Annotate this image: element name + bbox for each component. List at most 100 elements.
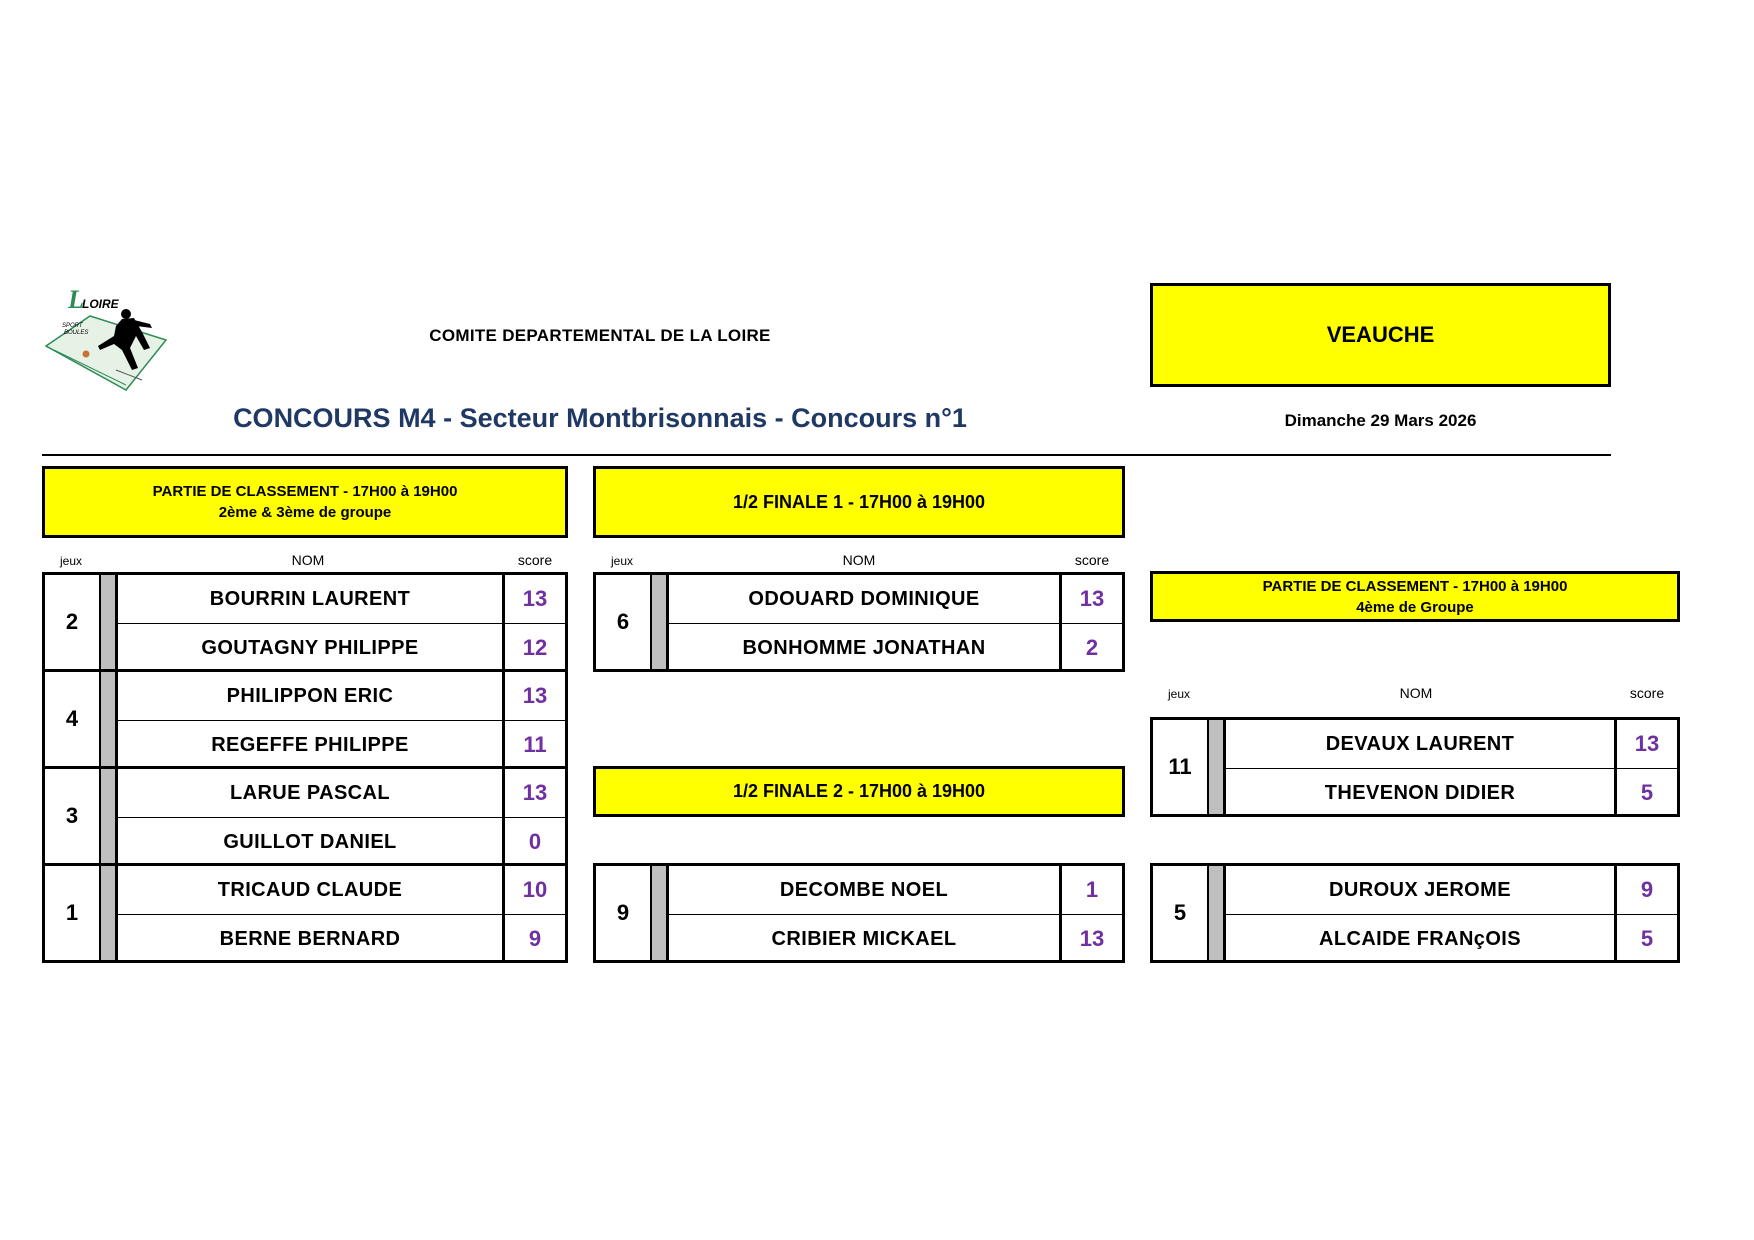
player-score: 5 bbox=[1614, 769, 1677, 817]
match-jeu-3: 3 LARUE PASCAL 13 GUILLOT DANIEL 0 bbox=[42, 766, 568, 866]
col-nom: NOM bbox=[291, 552, 325, 568]
svg-text:SPORT: SPORT bbox=[62, 323, 84, 329]
player-row: REGEFFE PHILIPPE 11 bbox=[118, 721, 565, 769]
banner-line-1: PARTIE DE CLASSEMENT - 17H00 à 19H00 bbox=[1262, 577, 1568, 595]
player-score: 12 bbox=[502, 624, 565, 672]
col-score: score bbox=[517, 552, 553, 568]
player-name: GOUTAGNY PHILIPPE bbox=[201, 636, 419, 659]
player-score: 13 bbox=[1059, 575, 1122, 623]
jeu-number: 2 bbox=[65, 609, 79, 634]
column-headers-classement-2-3: jeux NOM score bbox=[42, 552, 568, 572]
jeu-number: 9 bbox=[616, 900, 630, 925]
player-row: LARUE PASCAL 13 bbox=[118, 769, 565, 818]
player-row: GUILLOT DANIEL 0 bbox=[118, 818, 565, 866]
venue-name: VEAUCHE bbox=[1326, 322, 1435, 347]
player-row: DECOMBE NOEL 1 bbox=[669, 866, 1122, 915]
grey-cell bbox=[650, 866, 669, 960]
banner-classement-2-3: PARTIE DE CLASSEMENT - 17H00 à 19H00 2èm… bbox=[42, 466, 568, 538]
player-score: 1 bbox=[1059, 866, 1122, 914]
player-name: REGEFFE PHILIPPE bbox=[211, 733, 409, 756]
match-jeu-9: 9 DECOMBE NOEL 1 CRIBIER MICKAEL 13 bbox=[593, 863, 1125, 963]
player-name: BONHOMME JONATHAN bbox=[742, 636, 986, 659]
boules-player-logo-icon: L LOIRE SPORT BOULES bbox=[44, 285, 168, 391]
grey-cell bbox=[99, 866, 118, 960]
page-title: CONCOURS M4 - Secteur Montbrisonnais - C… bbox=[233, 403, 967, 433]
header-divider bbox=[42, 454, 1611, 456]
banner-line-1: 1/2 FINALE 1 - 17H00 à 19H00 bbox=[732, 491, 986, 512]
player-score: 13 bbox=[502, 769, 565, 817]
grey-cell bbox=[650, 575, 669, 669]
player-row: ODOUARD DOMINIQUE 13 bbox=[669, 575, 1122, 624]
jeu-number: 4 bbox=[65, 706, 79, 731]
player-name: TRICAUD CLAUDE bbox=[217, 878, 403, 901]
col-score: score bbox=[1074, 552, 1110, 568]
svg-text:BOULES: BOULES bbox=[64, 330, 88, 336]
venue-banner: VEAUCHE bbox=[1150, 283, 1611, 387]
match-jeu-1: 1 TRICAUD CLAUDE 10 BERNE BERNARD 9 bbox=[42, 863, 568, 963]
player-name: ALCAIDE FRANçOIS bbox=[1319, 927, 1521, 950]
grey-cell bbox=[99, 769, 118, 863]
player-name: GUILLOT DANIEL bbox=[223, 830, 397, 853]
player-name: BOURRIN LAURENT bbox=[209, 587, 411, 610]
grey-cell bbox=[99, 575, 118, 669]
grey-cell bbox=[99, 672, 118, 766]
col-nom: NOM bbox=[1399, 685, 1433, 701]
event-date: Dimanche 29 Mars 2026 bbox=[1284, 411, 1477, 430]
col-jeux: jeux bbox=[1167, 687, 1190, 701]
player-score: 13 bbox=[502, 672, 565, 720]
column-headers-semi-final-1: jeux NOM score bbox=[593, 552, 1125, 572]
player-name: PHILIPPON ERIC bbox=[226, 684, 394, 707]
player-score: 0 bbox=[502, 818, 565, 866]
banner-line-2: 2ème & 3ème de groupe bbox=[218, 504, 392, 521]
banner-line-2: 4ème de Groupe bbox=[1356, 598, 1474, 616]
player-score: 13 bbox=[1614, 720, 1677, 768]
match-jeu-11: 11 DEVAUX LAURENT 13 THEVENON DIDIER 5 bbox=[1150, 717, 1680, 817]
player-row: THEVENON DIDIER 5 bbox=[1226, 769, 1677, 817]
banner-semi-final-1: 1/2 FINALE 1 - 17H00 à 19H00 bbox=[593, 466, 1125, 538]
player-row: GOUTAGNY PHILIPPE 12 bbox=[118, 624, 565, 672]
player-score: 13 bbox=[502, 575, 565, 623]
player-score: 9 bbox=[1614, 866, 1677, 914]
organization-name: COMITE DEPARTEMENTAL DE LA LOIRE bbox=[429, 326, 771, 345]
svg-text:LOIRE: LOIRE bbox=[82, 297, 120, 311]
player-row: DUROUX JEROME 9 bbox=[1226, 866, 1677, 915]
player-row: TRICAUD CLAUDE 10 bbox=[118, 866, 565, 915]
grey-cell bbox=[1207, 866, 1226, 960]
jeu-number: 3 bbox=[65, 803, 79, 828]
player-name: DECOMBE NOEL bbox=[779, 878, 949, 901]
jeu-number: 5 bbox=[1173, 900, 1187, 925]
player-score: 5 bbox=[1614, 915, 1677, 963]
jeu-number: 11 bbox=[1168, 754, 1192, 779]
player-name: LARUE PASCAL bbox=[230, 781, 390, 804]
banner-line-1: 1/2 FINALE 2 - 17H00 à 19H00 bbox=[732, 781, 986, 801]
col-score: score bbox=[1629, 685, 1665, 701]
player-name: ODOUARD DOMINIQUE bbox=[748, 587, 980, 610]
player-row: CRIBIER MICKAEL 13 bbox=[669, 915, 1122, 963]
player-row: BONHOMME JONATHAN 2 bbox=[669, 624, 1122, 672]
player-row: BERNE BERNARD 9 bbox=[118, 915, 565, 963]
player-row: BOURRIN LAURENT 13 bbox=[118, 575, 565, 624]
player-row: ALCAIDE FRANçOIS 5 bbox=[1226, 915, 1677, 963]
player-score: 10 bbox=[502, 866, 565, 914]
column-headers-classement-4: jeux NOM score bbox=[1150, 685, 1680, 705]
banner-classement-4: PARTIE DE CLASSEMENT - 17H00 à 19H00 4èm… bbox=[1150, 571, 1680, 622]
match-jeu-5: 5 DUROUX JEROME 9 ALCAIDE FRANçOIS 5 bbox=[1150, 863, 1680, 963]
player-row: DEVAUX LAURENT 13 bbox=[1226, 720, 1677, 769]
player-score: 11 bbox=[502, 721, 565, 769]
player-name: THEVENON DIDIER bbox=[1324, 781, 1516, 804]
player-name: DEVAUX LAURENT bbox=[1325, 732, 1515, 755]
player-name: CRIBIER MICKAEL bbox=[771, 927, 957, 950]
loire-sport-boules-logo: L LOIRE SPORT BOULES bbox=[42, 285, 170, 393]
match-jeu-4: 4 PHILIPPON ERIC 13 REGEFFE PHILIPPE 11 bbox=[42, 669, 568, 769]
match-jeu-6: 6 ODOUARD DOMINIQUE 13 BONHOMME JONATHAN… bbox=[593, 572, 1125, 672]
col-jeux: jeux bbox=[610, 554, 633, 568]
player-score: 13 bbox=[1059, 915, 1122, 963]
jeu-number: 6 bbox=[616, 609, 630, 634]
banner-semi-final-2: 1/2 FINALE 2 - 17H00 à 19H00 bbox=[593, 766, 1125, 817]
player-name: BERNE BERNARD bbox=[219, 927, 401, 950]
banner-line-1: PARTIE DE CLASSEMENT - 17H00 à 19H00 bbox=[152, 483, 458, 500]
player-row: PHILIPPON ERIC 13 bbox=[118, 672, 565, 721]
match-jeu-2: 2 BOURRIN LAURENT 13 GOUTAGNY PHILIPPE 1… bbox=[42, 572, 568, 672]
grey-cell bbox=[1207, 720, 1226, 814]
col-jeux: jeux bbox=[59, 554, 82, 568]
